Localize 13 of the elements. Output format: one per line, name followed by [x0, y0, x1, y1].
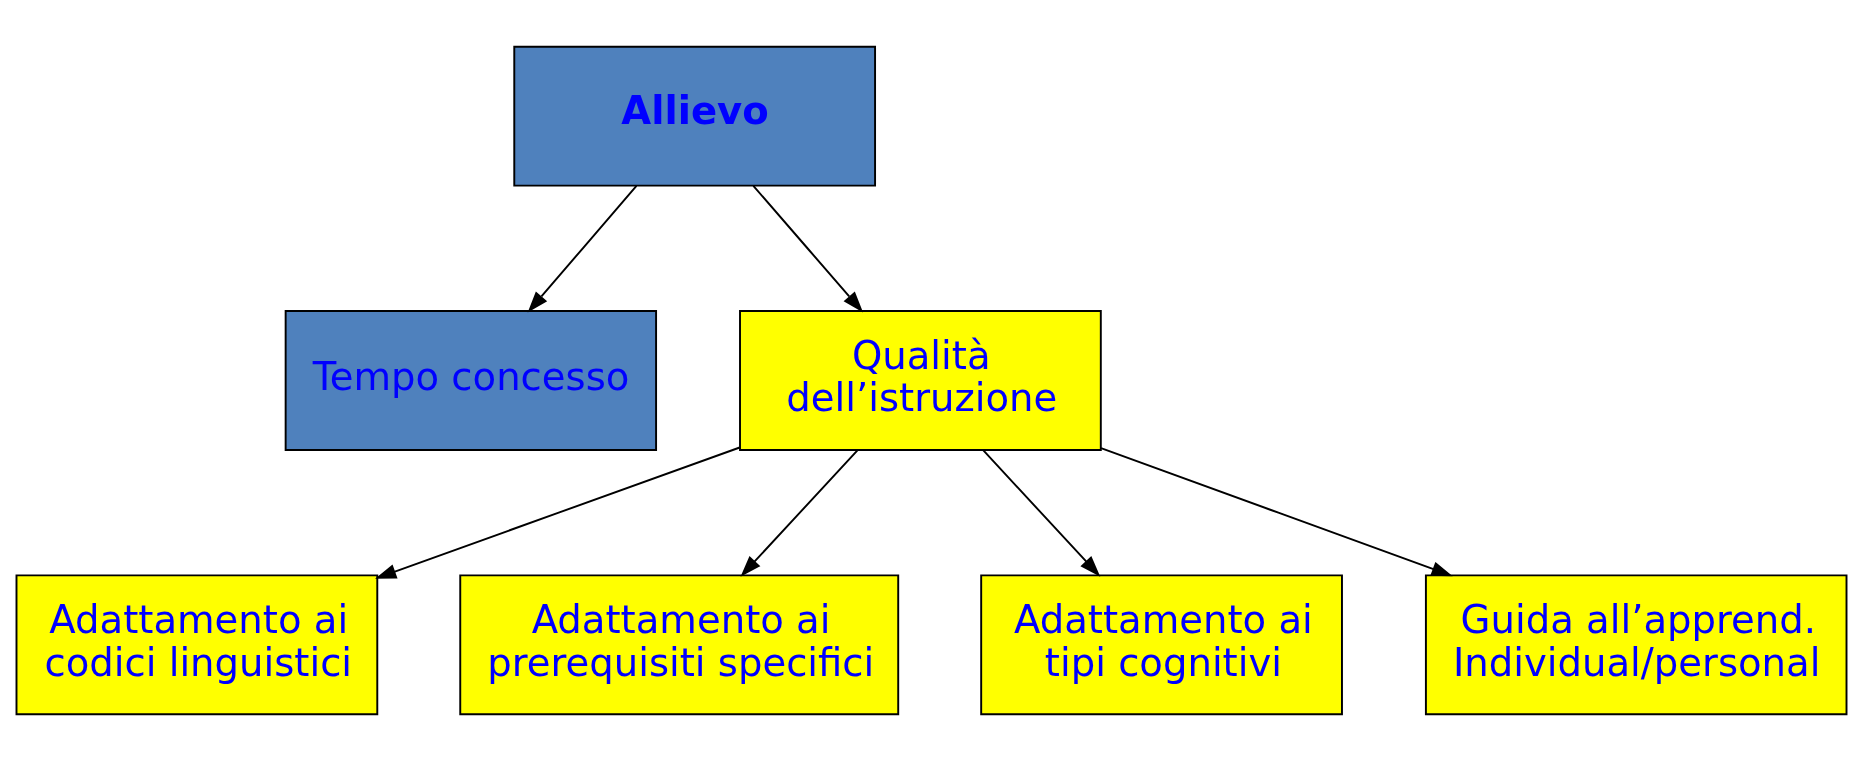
- arrow: [752, 184, 864, 313]
- node-box: Allievo: [513, 45, 877, 187]
- arrow: [1100, 447, 1453, 577]
- node-box: Adattamento ai tipi cognitivi: [980, 574, 1343, 716]
- node-box: Adattamento ai prerequisiti specifici: [459, 574, 900, 716]
- arrow: [375, 446, 741, 579]
- arrow: [982, 449, 1101, 577]
- node-box: Adattamento ai codici linguistici: [15, 574, 379, 716]
- arrow: [740, 449, 859, 577]
- arrow: [527, 184, 638, 313]
- node-box: Qualità dell’istruzione: [739, 310, 1102, 451]
- node-box: Tempo concesso: [284, 310, 658, 451]
- node-box: Guida all’apprend. Individual/personal: [1424, 574, 1848, 716]
